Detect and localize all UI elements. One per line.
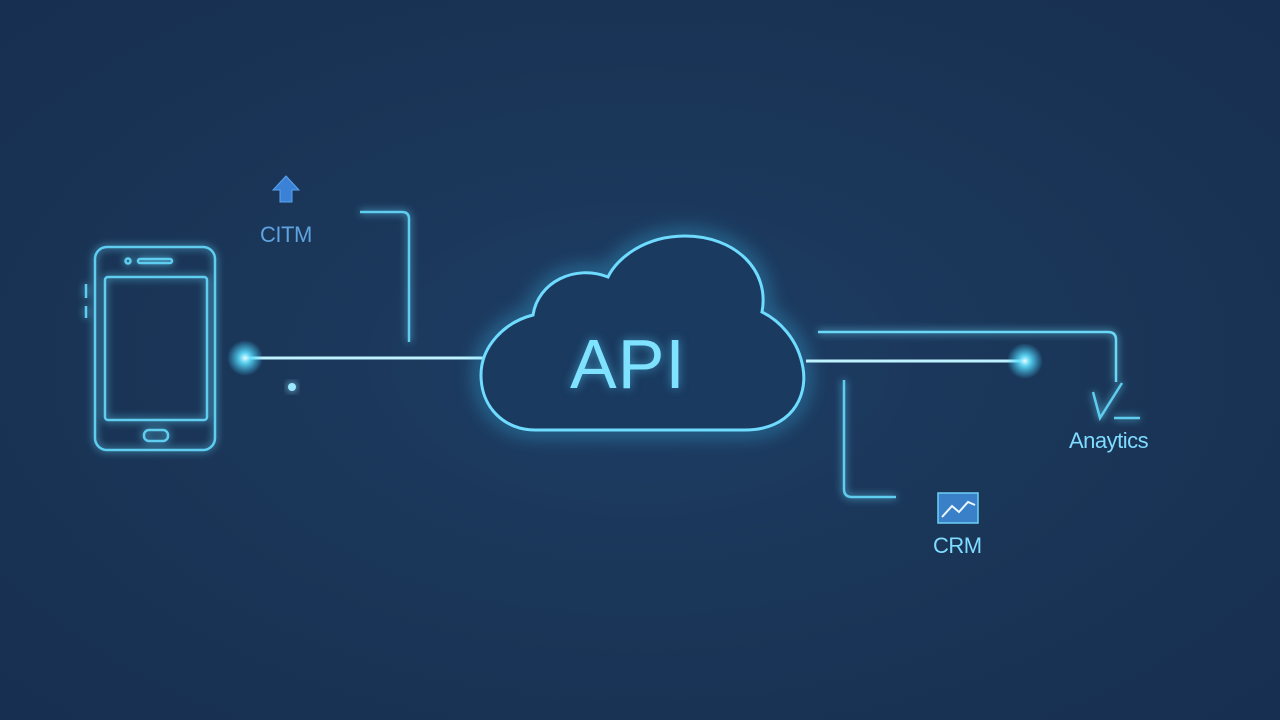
cloud-label: API	[570, 325, 686, 403]
bottom-bracket	[842, 380, 896, 499]
line-chart-icon	[937, 492, 979, 524]
right-label: Anaytics	[1069, 428, 1149, 453]
left-connector-secondary	[288, 383, 460, 391]
top-left-bracket	[360, 210, 411, 342]
left-node-glow	[227, 340, 263, 376]
upload-arrow-icon	[271, 175, 301, 203]
right-node-glow	[1007, 343, 1043, 379]
check-mark-icon	[1091, 382, 1140, 422]
top-left-label: CITM	[260, 222, 312, 247]
api-cloud	[473, 228, 811, 437]
bottom-label: CRM	[933, 533, 982, 558]
smartphone-icon	[84, 245, 217, 452]
right-connector-upper	[818, 330, 1118, 382]
